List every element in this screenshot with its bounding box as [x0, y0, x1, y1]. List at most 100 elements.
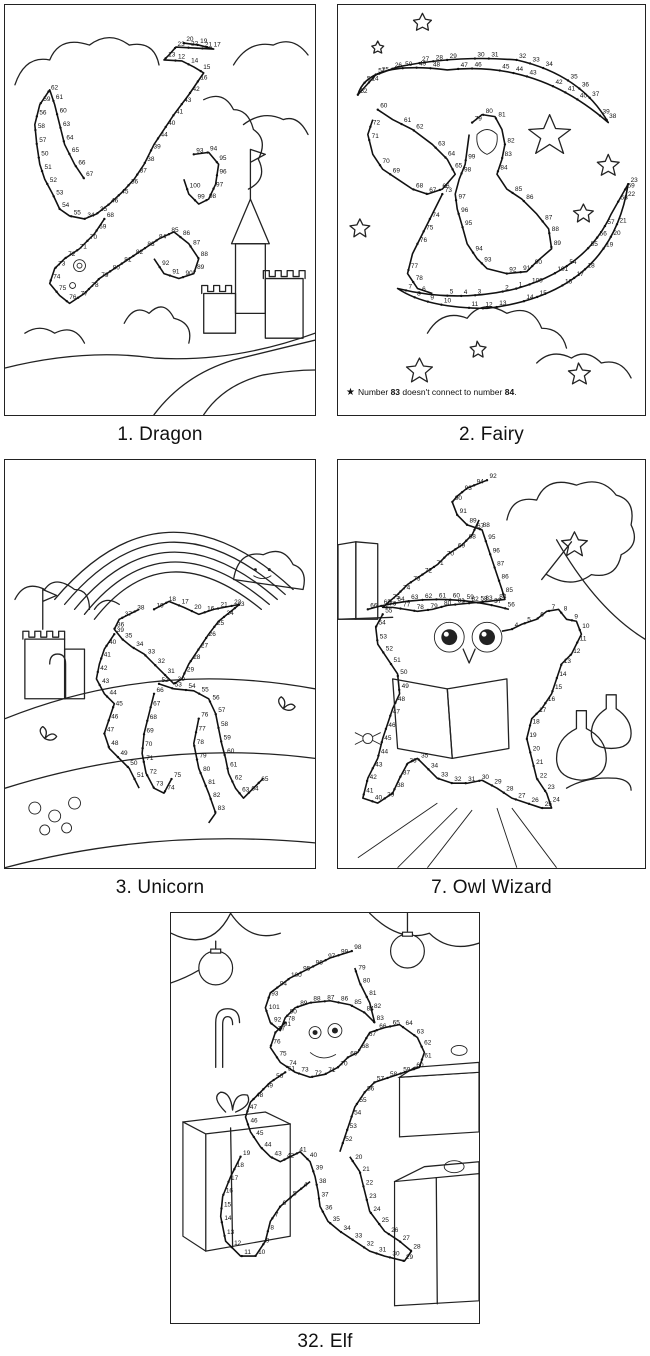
- connect-dot: [55, 290, 58, 293]
- dot-number: 13: [168, 51, 176, 58]
- connect-dot: [512, 71, 515, 75]
- connect-dot: [389, 714, 392, 717]
- dot-number: 97: [328, 953, 336, 960]
- connect-dot: [624, 196, 627, 200]
- connect-dot: [100, 657, 103, 660]
- dot-number: 63: [417, 1028, 425, 1035]
- connect-dot: [386, 1076, 389, 1080]
- connect-dot: [62, 140, 66, 143]
- dot-number: 12: [178, 54, 186, 61]
- dot-number: 18: [169, 596, 177, 603]
- connect-dot: [193, 269, 196, 273]
- dot-number: 90: [290, 1009, 298, 1016]
- connect-dot: [274, 1031, 277, 1034]
- dot-number: 79: [475, 116, 483, 123]
- connect-dot: [107, 719, 110, 722]
- connect-dot: [145, 774, 149, 777]
- dot-number: 82: [136, 249, 144, 256]
- dot-number: 54: [354, 1110, 362, 1117]
- connect-dot: [240, 1254, 244, 1258]
- connect-dot: [163, 673, 167, 677]
- dot-number: 16: [226, 1188, 234, 1195]
- dot-number: 42: [287, 1153, 295, 1160]
- dot-number: 52: [360, 88, 368, 95]
- dot-number: 99: [468, 153, 476, 160]
- dot-number: 83: [147, 241, 155, 248]
- dot-number: 94: [476, 246, 484, 253]
- connect-dot: [576, 98, 579, 101]
- dot-number: 43: [102, 678, 110, 685]
- connect-dot: [204, 784, 207, 788]
- connect-dot: [212, 187, 215, 190]
- connect-dot: [363, 1011, 366, 1014]
- connect-dot: [132, 646, 135, 650]
- dot-number: 94: [210, 146, 218, 153]
- dot-number: 66: [379, 1023, 387, 1030]
- connect-dot: [205, 198, 208, 202]
- connect-dot: [485, 479, 489, 482]
- connect-dot: [193, 744, 196, 748]
- dot-number: 20: [533, 745, 541, 752]
- connect-dot: [152, 692, 156, 695]
- connect-dot: [174, 59, 177, 62]
- dot-number: 39: [316, 1164, 324, 1171]
- connect-dot: [223, 1234, 226, 1238]
- connect-dot: [381, 613, 384, 616]
- connect-dot: [113, 627, 116, 630]
- connect-dot: [551, 85, 555, 88]
- connect-dot: [187, 63, 190, 66]
- connect-dot: [560, 611, 563, 614]
- connect-dot: [323, 1000, 327, 1003]
- connect-dot: [393, 601, 397, 605]
- dot-number: 87: [327, 994, 335, 1001]
- connect-dot: [400, 122, 403, 126]
- connect-dot: [149, 149, 153, 152]
- dot-number: 21: [205, 41, 213, 48]
- dot-number: 30: [477, 52, 485, 59]
- dot-number: 79: [430, 603, 438, 610]
- connect-dot: [605, 118, 608, 122]
- dot-number: 13: [499, 300, 507, 307]
- dot-number: 75: [426, 224, 434, 231]
- connect-dot: [500, 156, 504, 160]
- dot-number: 47: [107, 727, 115, 734]
- dot-number: 14: [526, 294, 534, 301]
- dot-number: 85: [515, 186, 523, 193]
- dot-number: 67: [369, 1031, 377, 1038]
- dot-number: 64: [406, 1020, 414, 1027]
- connect-dot: [276, 986, 279, 989]
- dot-number: 62: [51, 85, 59, 92]
- connect-dot: [380, 740, 383, 744]
- dot-number: 23: [631, 177, 639, 184]
- connect-dot: [525, 737, 529, 741]
- connect-dot: [583, 268, 587, 271]
- dot-number: 47: [250, 1104, 258, 1111]
- dot-number: 58: [38, 123, 46, 130]
- dot-number: 87: [497, 561, 505, 568]
- connect-dot: [465, 523, 469, 526]
- connect-dot: [233, 606, 237, 610]
- dot-number: 24: [227, 610, 235, 617]
- connect-dot: [473, 528, 476, 531]
- connect-dot: [522, 199, 525, 203]
- dot-number: 61: [56, 94, 64, 101]
- dot-number: 38: [609, 113, 617, 120]
- connect-dot: [476, 601, 480, 604]
- connect-dot: [416, 242, 419, 246]
- dot-number: 82: [507, 137, 515, 144]
- dot-number: 46: [111, 198, 119, 205]
- connect-dot: [389, 599, 392, 603]
- dot-number: 42: [100, 665, 108, 672]
- connect-dot: [105, 644, 108, 647]
- connect-dot: [329, 1222, 332, 1225]
- connect-dot: [173, 46, 177, 50]
- connect-dot: [588, 96, 591, 100]
- connect-dot: [350, 949, 354, 953]
- star-icon: ★: [346, 387, 355, 398]
- connect-dot: [460, 294, 463, 298]
